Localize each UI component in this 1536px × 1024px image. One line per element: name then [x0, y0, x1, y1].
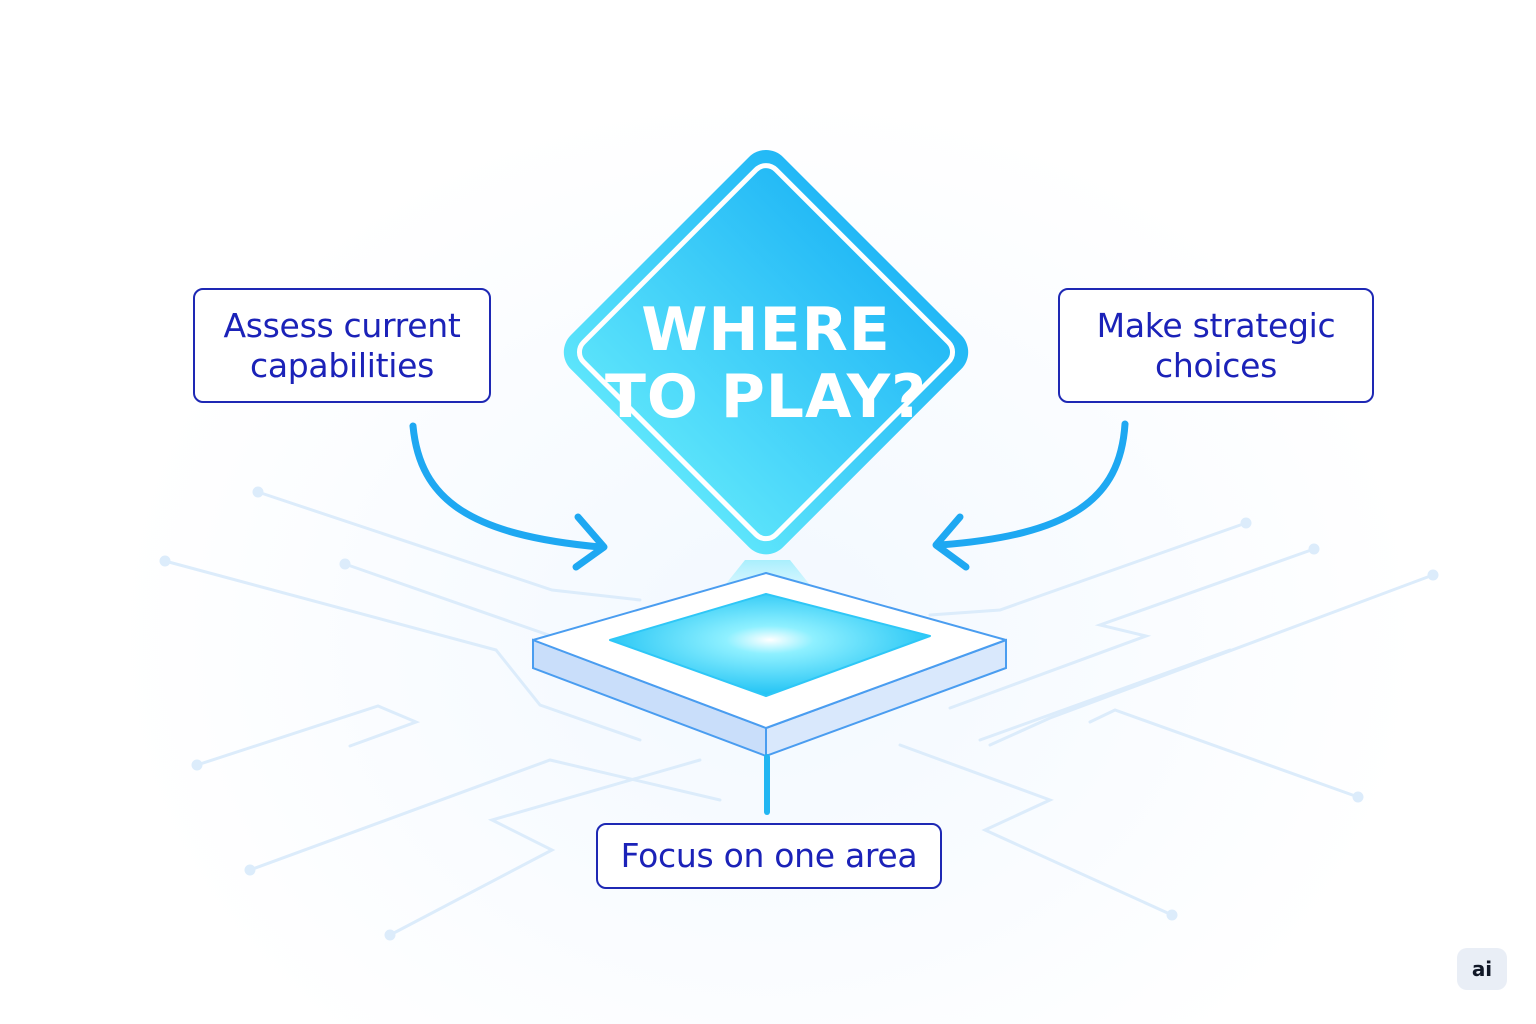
circuit-line	[980, 650, 1230, 740]
circuit-line	[990, 575, 1433, 745]
label-line: Assess current	[224, 306, 461, 346]
strategic-choices-label: Make strategic choices	[1058, 288, 1374, 403]
sign-title-line1: WHERE	[566, 298, 966, 362]
circuit-line	[197, 706, 416, 765]
focus-area-label: Focus on one area	[596, 823, 942, 889]
label-line: Focus on one area	[621, 836, 918, 876]
circuit-node	[246, 866, 254, 874]
right-arrow-curve	[940, 424, 1125, 545]
sign-title-line2: TO PLAY?	[566, 365, 966, 429]
circuit-node	[1310, 545, 1318, 553]
circuit-line	[930, 523, 1246, 615]
circuit-node	[193, 761, 201, 769]
circuit-line	[1090, 710, 1358, 797]
label-line: capabilities	[250, 346, 434, 386]
label-line: choices	[1155, 346, 1277, 386]
platform	[533, 573, 1006, 812]
circuit-node	[1429, 571, 1437, 579]
left-arrow-curve	[413, 426, 600, 547]
circuit-node	[1168, 911, 1176, 919]
label-line: Make strategic	[1097, 306, 1336, 346]
circuit-node	[386, 931, 394, 939]
circuit-node	[1242, 519, 1250, 527]
left-arrow	[413, 426, 604, 567]
right-arrow	[936, 424, 1125, 567]
circuit-node	[1354, 793, 1362, 801]
ai-badge: ai	[1457, 948, 1507, 990]
circuit-node	[341, 560, 349, 568]
circuit-node	[254, 488, 262, 496]
circuit-node	[161, 557, 169, 565]
assess-capabilities-label: Assess current capabilities	[193, 288, 491, 403]
